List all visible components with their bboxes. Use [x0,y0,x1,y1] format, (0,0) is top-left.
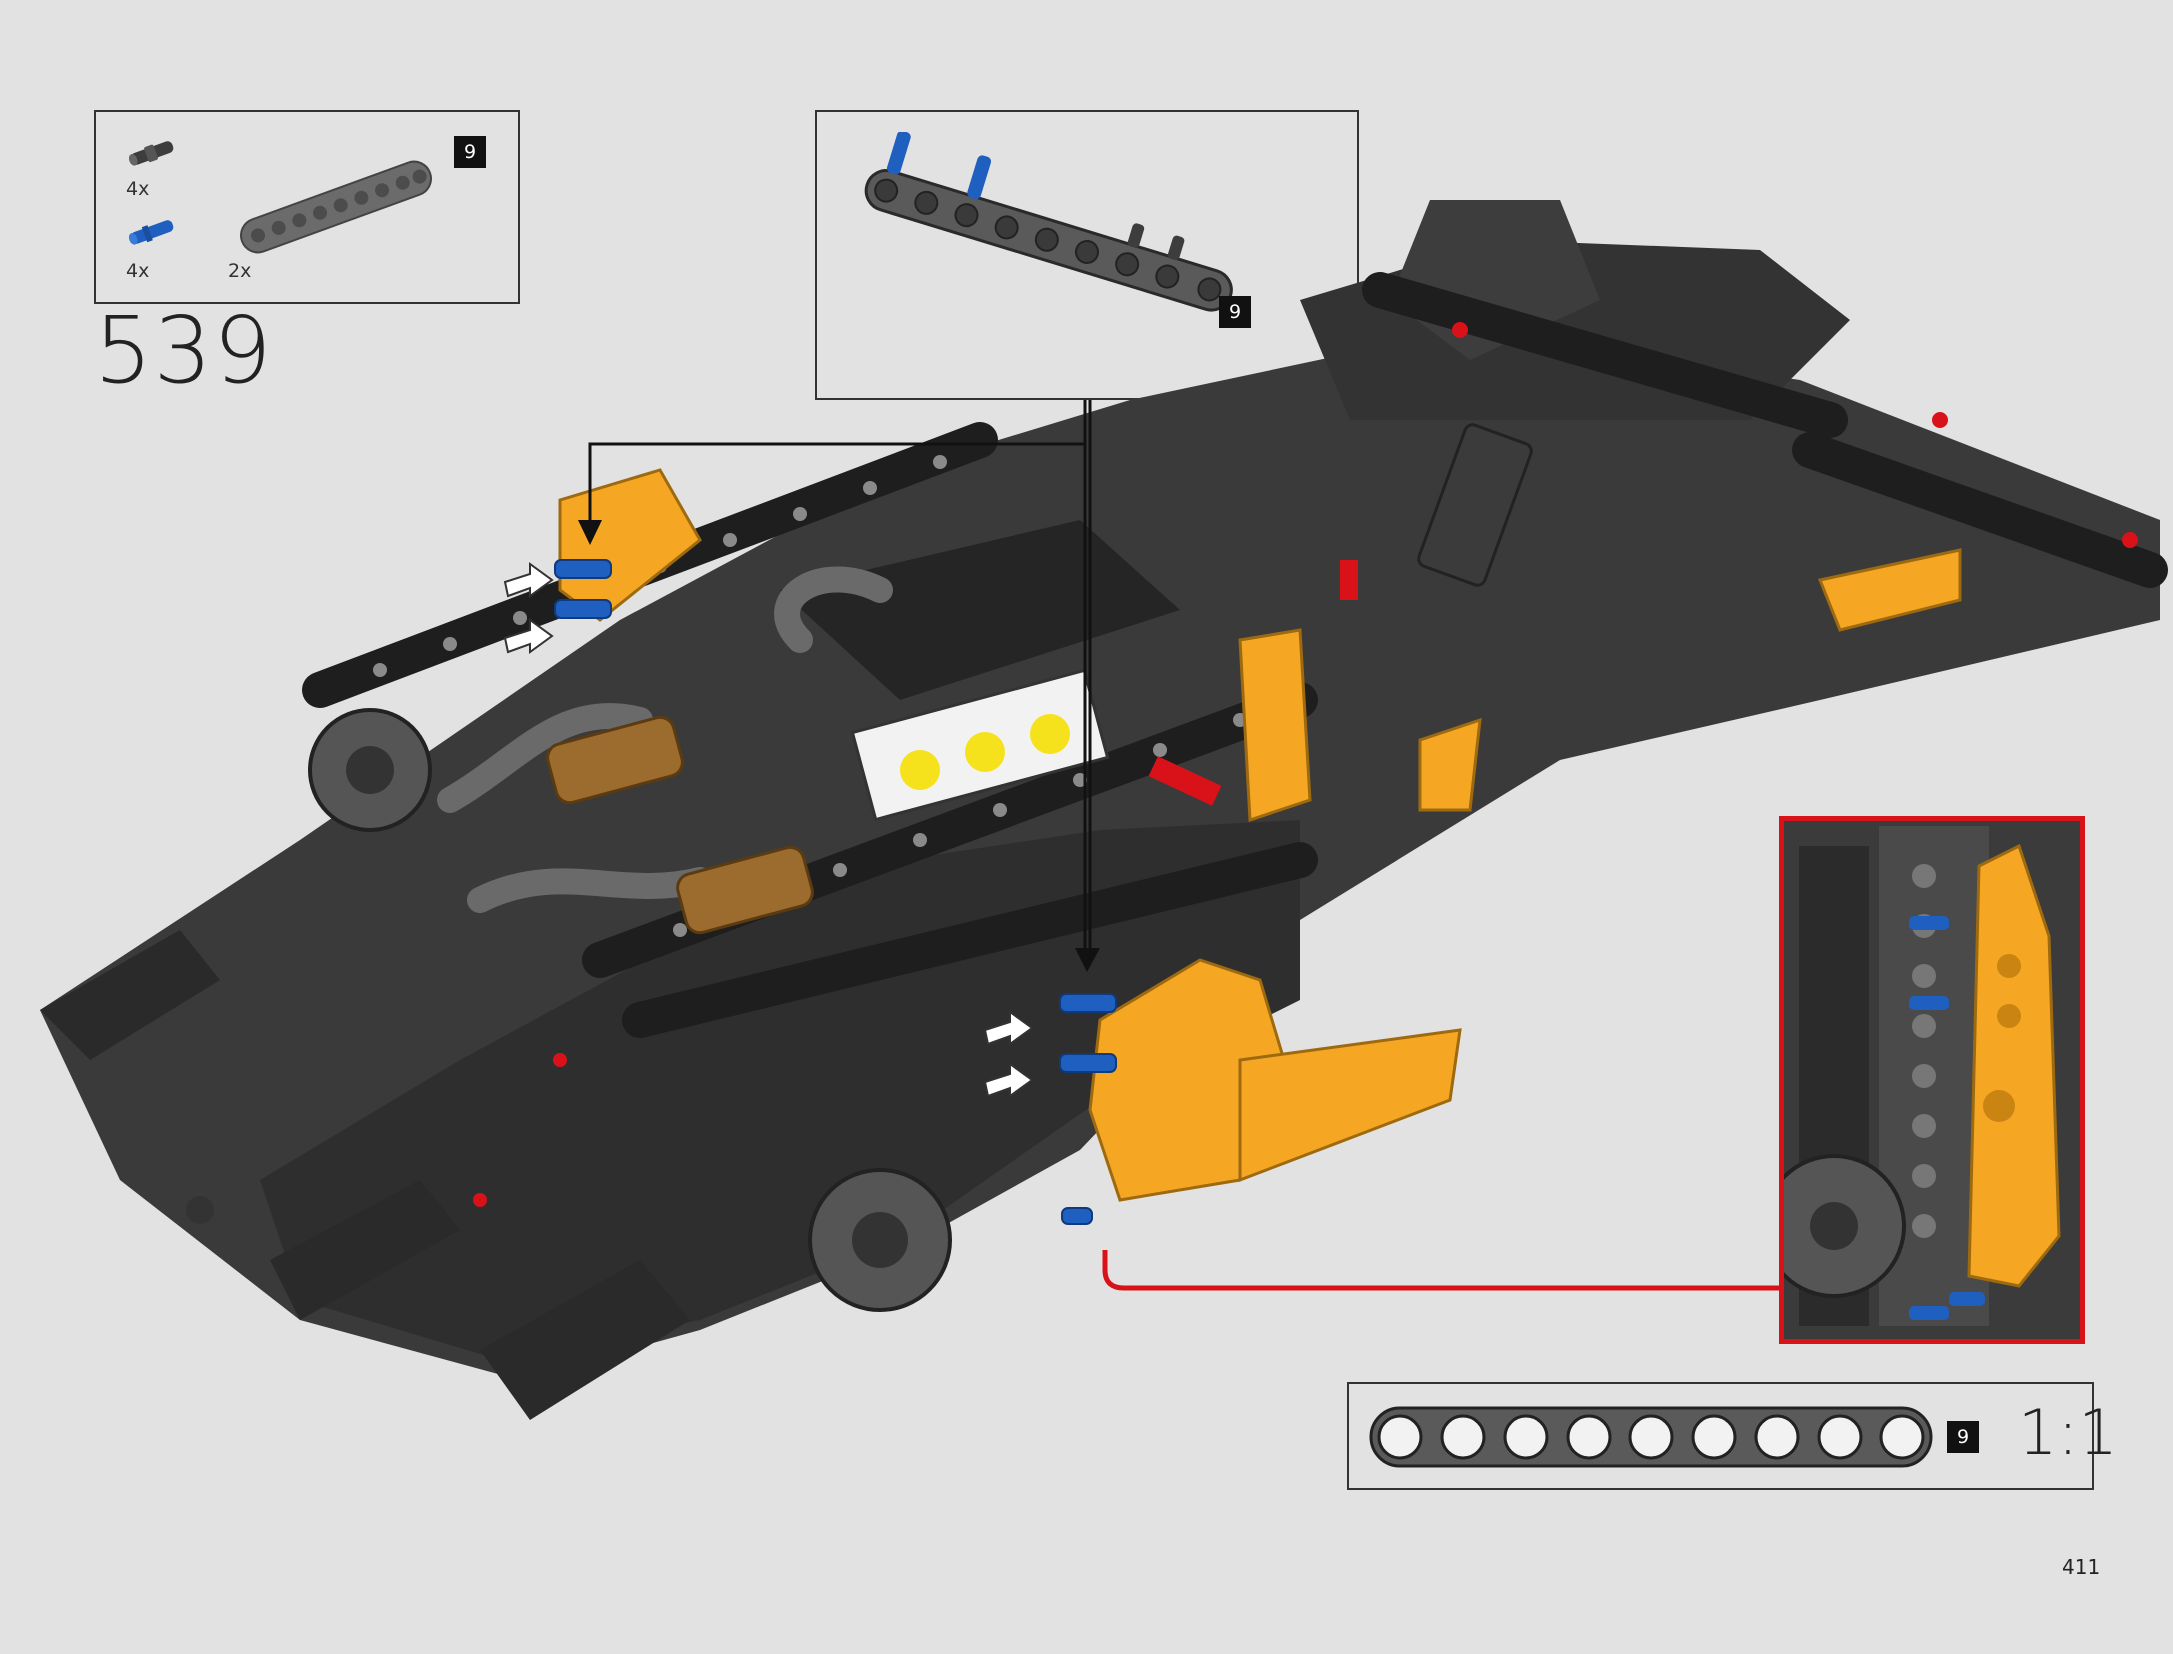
wheel-hubs [186,708,952,1312]
dark-fins [40,930,690,1420]
callout-arrows [588,400,1092,955]
liftarm-length-badge: 9 [454,136,486,168]
subassembly-box: 9 [815,110,1359,400]
blue-axle-pin-quantity: 4x [126,260,150,282]
mufflers [546,715,814,935]
scale-liftarm-icon [1369,1406,1933,1468]
detail-zoom-inset [1779,816,2085,1344]
engine-block [780,520,1180,822]
push-arrows [503,562,1034,1098]
orange-panels [558,468,1962,1202]
new-blue-pins [554,559,1117,1225]
blue-axle-pin-icon [128,220,174,245]
liftarm-9-icon [240,160,432,254]
detail-leader-line [1102,1250,1782,1291]
parts-list-box: 4x 4x 2x 9 [94,110,520,304]
page-number: 411 [2062,1555,2101,1579]
pin-with-bush-quantity: 4x [126,178,150,200]
scale-length-badge: 9 [1947,1421,1979,1453]
exhaust-pipes [437,566,893,913]
subassembly-length-badge: 9 [1219,296,1251,328]
callout-arrowheads [578,520,1100,972]
liftarm-9-quantity: 2x [228,260,252,282]
pin-with-bush-icon [128,141,174,166]
subassembly-liftarm-icon [864,132,1233,312]
display-panel [1417,423,1533,587]
scale-reference-box: 9 [1347,1382,2094,1490]
red-accents [473,322,2138,1207]
scale-label: 1:1 [2018,1396,2118,1469]
step-number: 539 [94,297,273,404]
